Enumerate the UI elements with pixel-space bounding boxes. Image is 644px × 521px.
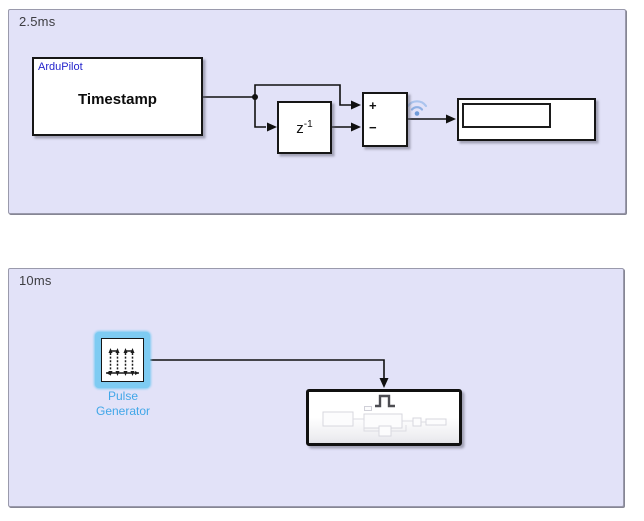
subsystem-preview-port [364, 406, 372, 411]
arrowhead-delay-in [267, 122, 277, 132]
pulse-generator-block[interactable] [101, 338, 144, 382]
unit-delay-block[interactable]: z-1 [277, 101, 332, 154]
display-block[interactable] [457, 98, 596, 141]
arrowhead-sum-plus [351, 100, 361, 110]
subsystem-content-preview [322, 411, 447, 437]
ardupilot-tag: ArduPilot [38, 61, 83, 73]
area-10ms-label: 10ms [19, 273, 52, 288]
area-2-5ms-label: 2.5ms [19, 14, 56, 29]
arrowhead-trigger-in [379, 378, 389, 388]
timestamp-label: Timestamp [78, 91, 157, 108]
sum-block[interactable]: + − [362, 92, 408, 147]
unit-delay-label: z-1 [296, 118, 313, 137]
pulse-waveform-icon [106, 348, 139, 376]
wire-pulse-to-subsystem[interactable] [150, 359, 385, 378]
sum-plus-sign: + [369, 98, 377, 113]
pulse-generator-label: Pulse Generator [95, 389, 151, 418]
logged-signal-wifi-icon[interactable] [405, 93, 431, 119]
wire-branch-to-sum-plus[interactable] [254, 84, 351, 106]
display-value [462, 103, 551, 128]
arrowhead-sum-minus [351, 122, 361, 132]
timestamp-block[interactable]: ArduPilot Timestamp [32, 57, 203, 136]
trigger-port-pulse-icon [375, 394, 395, 408]
triggered-subsystem-block[interactable] [306, 389, 462, 446]
wire-branch-to-delay[interactable] [254, 97, 266, 128]
branch-dot [252, 94, 258, 100]
arrowhead-display-in [446, 114, 456, 124]
sum-minus-sign: − [369, 120, 377, 135]
